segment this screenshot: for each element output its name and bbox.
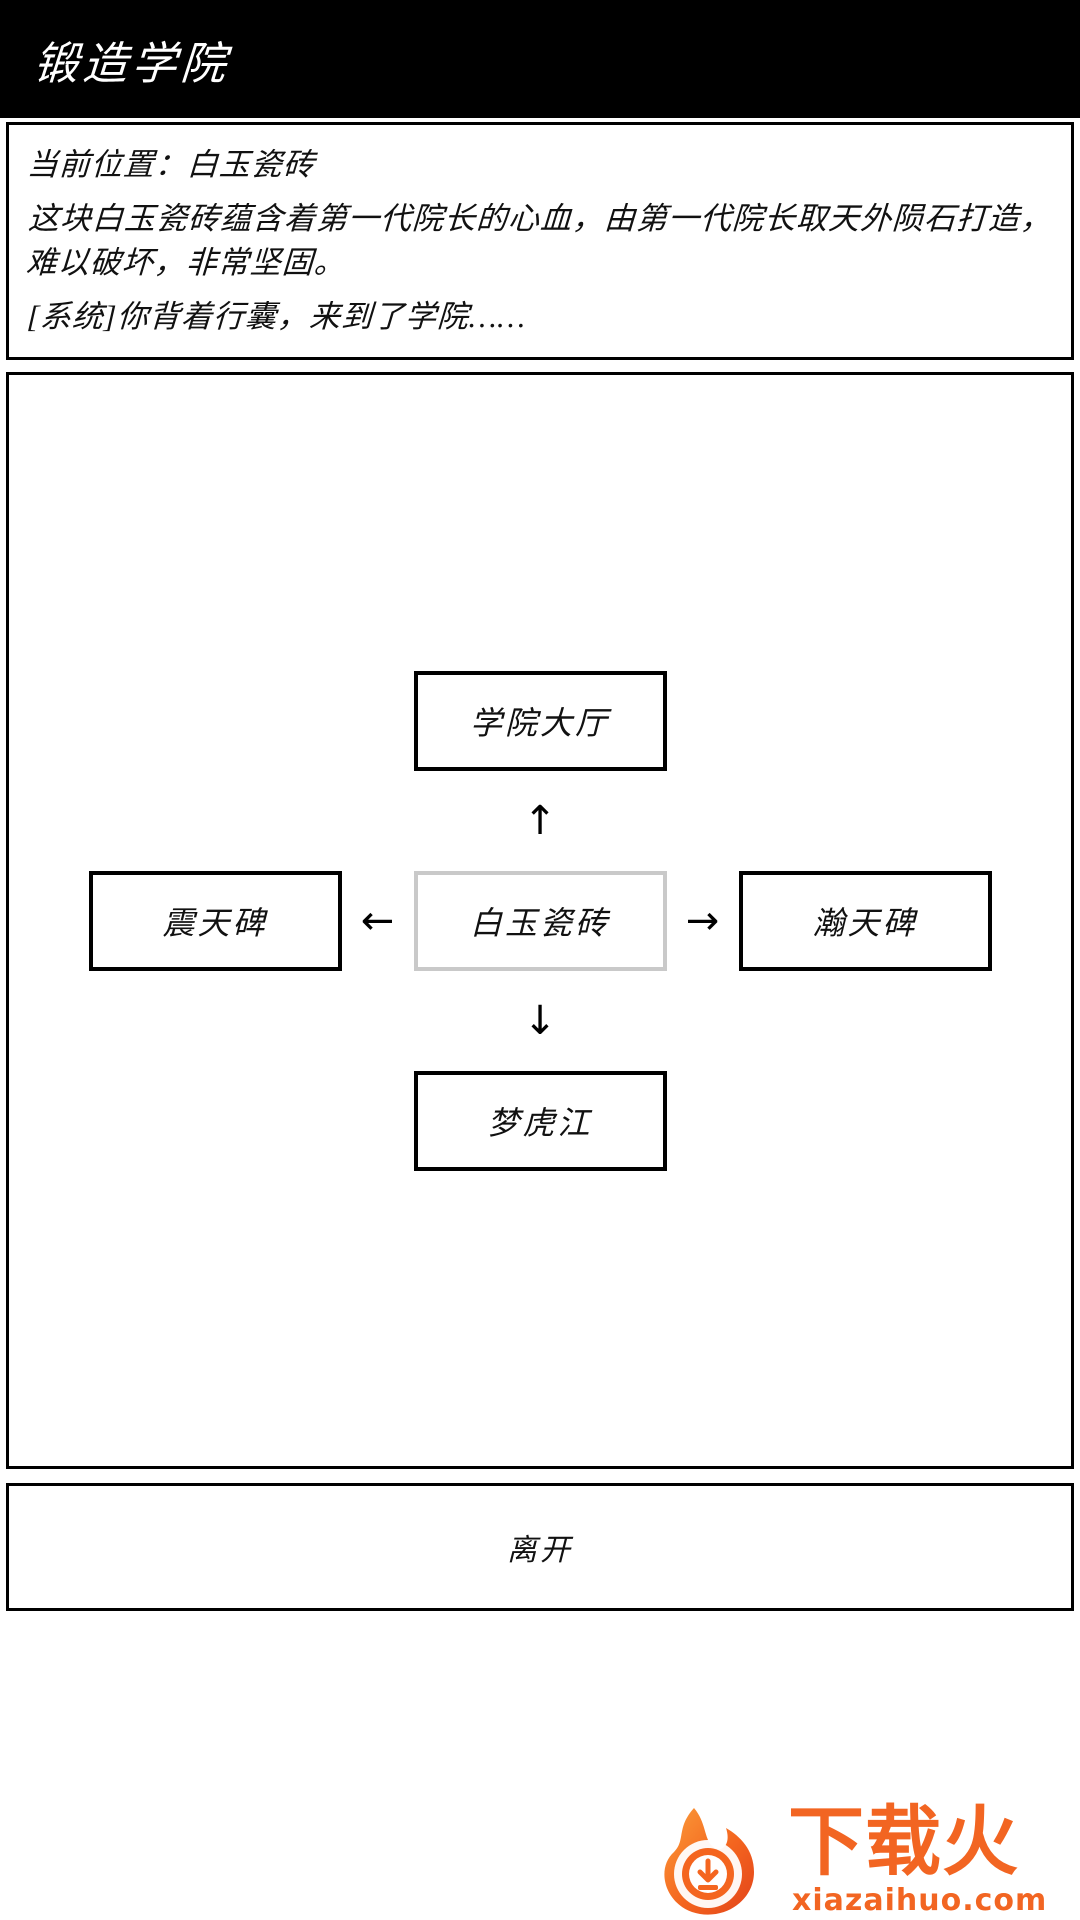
- room-north[interactable]: 学院大厅: [413, 670, 667, 771]
- arrow-up-icon: ↑: [523, 797, 557, 844]
- app-title-bar: 锻造学院: [0, 0, 1080, 118]
- arrow-left-icon: ←: [360, 897, 395, 944]
- map-pad-left: [342, 671, 414, 771]
- watermark-url: xiazaihuo.com: [792, 1883, 1048, 1918]
- map-row-middle: 震天碑 ← 白玉瓷砖 → 瀚天碑: [88, 870, 992, 971]
- arrow-down-icon: ↓: [523, 997, 557, 1044]
- page-title: 锻造学院: [31, 38, 232, 89]
- system-message: [系统]你背着行囊，来到了学院……: [26, 299, 528, 335]
- map-pad-left-3: [342, 971, 414, 1071]
- map-row-south: 梦虎江: [342, 1070, 739, 1171]
- room-east[interactable]: 瀚天碑: [738, 870, 992, 971]
- map-row-arrow-up: ↑: [342, 771, 739, 871]
- action-panel: 离开: [6, 1483, 1074, 1612]
- flame-download-icon: [664, 1808, 754, 1915]
- leave-button[interactable]: 离开: [487, 1517, 593, 1577]
- room-west[interactable]: 震天碑: [88, 870, 342, 971]
- map-pad-right-3: [667, 971, 739, 1071]
- watermark-overlay: 下载火 xiazaihuo.com: [640, 1802, 1080, 1920]
- map-pad-right: [667, 671, 739, 771]
- location-description: 这块白玉瓷砖蕴含着第一代院长的心血，由第一代院长取天外陨石打造，难以破坏，非常坚…: [24, 201, 1054, 281]
- map-row-arrow-down: ↓: [342, 971, 739, 1071]
- arrow-right-icon: →: [685, 897, 720, 944]
- map-pad-right-2: [667, 771, 739, 871]
- map-pad-left-2: [342, 771, 414, 871]
- map-pad-right-4: [667, 1071, 739, 1171]
- map-grid: 学院大厅 ↑ 震天碑 ← 白玉瓷砖 → 瀚天碑 ↓ 梦虎江: [9, 670, 1071, 1171]
- narration-panel: 当前位置：白玉瓷砖 这块白玉瓷砖蕴含着第一代院长的心血，由第一代院长取天外陨石打…: [6, 122, 1074, 361]
- watermark-brand: 下载火: [788, 1797, 1019, 1886]
- room-south[interactable]: 梦虎江: [413, 1070, 667, 1171]
- room-current: 白玉瓷砖: [413, 870, 667, 971]
- map-panel: 学院大厅 ↑ 震天碑 ← 白玉瓷砖 → 瀚天碑 ↓ 梦虎江: [6, 372, 1074, 1470]
- current-location-line: 当前位置：白玉瓷砖: [26, 147, 316, 182]
- map-row-north: 学院大厅: [342, 670, 739, 771]
- map-pad-left-4: [342, 1071, 414, 1171]
